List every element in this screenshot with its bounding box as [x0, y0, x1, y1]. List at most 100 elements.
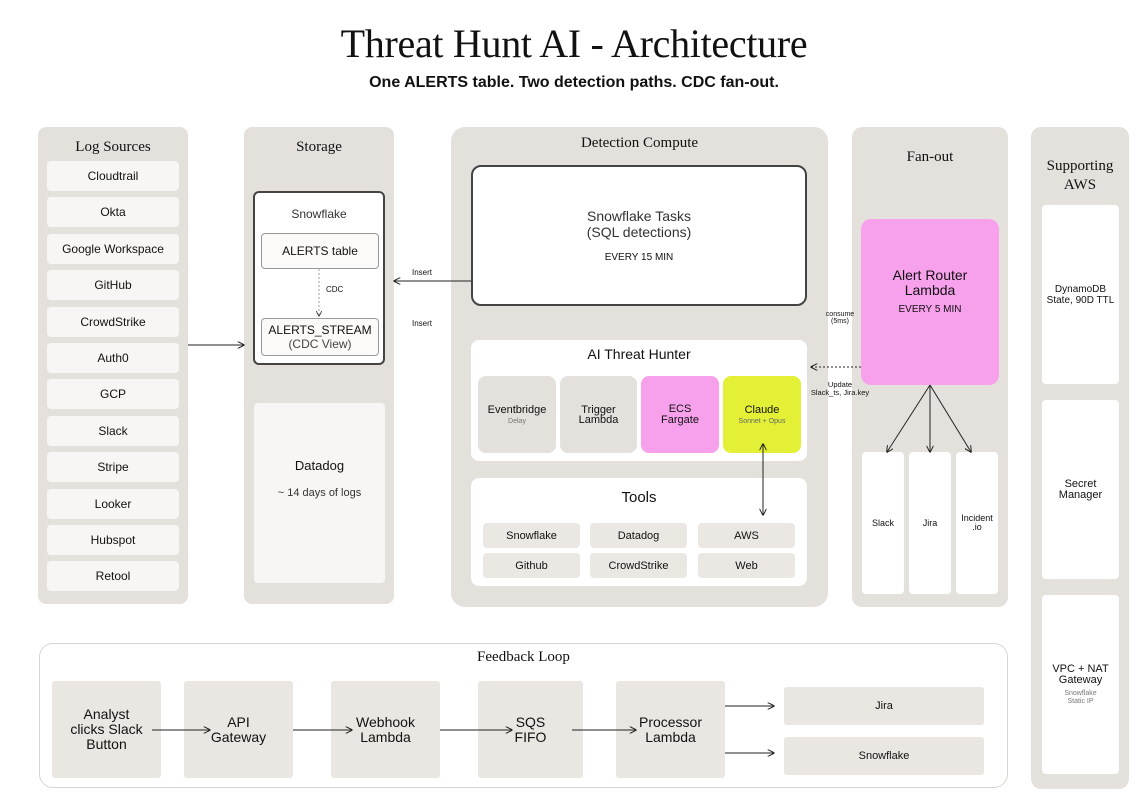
detection-compute-title: Detection Compute	[580, 135, 699, 151]
analyst-slack-button-box: Analyst clicks Slack Button	[52, 681, 161, 778]
snowflake-tasks-schedule: EVERY 15 MIN	[604, 252, 674, 263]
page-title: Threat Hunt AI - Architecture	[340, 21, 808, 66]
claude-box: Claude Sonnet + Opus	[723, 376, 801, 453]
supporting-aws-title-line1: Supporting	[1046, 158, 1114, 174]
feedback-snowflake-box: Snowflake	[784, 737, 984, 775]
update-label-line1: Update	[827, 380, 853, 389]
datadog-retention: ~ 14 days of logs	[277, 486, 362, 499]
alert-router-line1: Alert Router	[892, 266, 968, 283]
log-source-item: Slack	[47, 415, 179, 446]
trigger-lambda-line1: Trigger	[581, 403, 616, 416]
supporting-aws-title-line2: AWS	[1063, 177, 1097, 193]
dynamodb-line2: State, 90D TTL	[1046, 294, 1115, 306]
alert-router-line2: Lambda	[904, 281, 956, 298]
fanout-jira-label: Jira	[922, 518, 938, 528]
secret-manager-box: Secret Manager	[1042, 400, 1119, 579]
alert-router-lambda-box: Alert Router Lambda EVERY 5 MIN	[861, 219, 999, 385]
analyst-line1: Analyst	[83, 706, 130, 722]
claude-sub: Sonnet + Opus	[738, 418, 786, 425]
sqs-fifo-box: SQS FIFO	[478, 681, 583, 778]
log-source-item: Okta	[47, 197, 179, 228]
webhook-lambda-line2: Lambda	[360, 728, 411, 745]
page-subtitle: One ALERTS table. Two detection paths. C…	[369, 74, 779, 91]
consume-label-line1: consume	[825, 311, 855, 318]
storage-title: Storage	[296, 139, 342, 155]
update-label: Update Slack_ts, Jira.key	[808, 381, 872, 397]
log-source-item: Cloudtrail	[47, 161, 179, 191]
analyst-line2: clicks Slack	[70, 721, 143, 737]
eventbridge-sub: Delay	[508, 418, 526, 425]
api-gateway-box: API Gateway	[184, 681, 293, 778]
vpc-nat-sub1: Snowflake	[1064, 689, 1097, 697]
datadog-storage-box: Datadog ~ 14 days of logs	[254, 403, 385, 583]
analyst-line3: Button	[86, 736, 127, 752]
fanout-incidentio-line1: Incident	[961, 513, 993, 523]
fanout-incidentio-line2: .io	[972, 522, 982, 532]
log-source-item: Looker	[47, 488, 179, 519]
feedback-snowflake-label: Snowflake	[858, 750, 910, 762]
alerts-stream-name: ALERTS_STREAM	[268, 323, 372, 337]
log-source-item: Hubspot	[47, 525, 179, 555]
consume-label: consume (5ms)	[820, 311, 860, 325]
vpc-nat-box: VPC + NAT Gateway Snowflake Static IP	[1042, 595, 1119, 774]
secret-manager-line1: Secret	[1064, 477, 1097, 490]
alerts-table-label: ALERTS table	[282, 244, 358, 258]
update-label-line2: Slack_ts, Jira.key	[810, 388, 870, 397]
snowflake-storage-label: Snowflake	[291, 207, 347, 221]
ecs-fargate-line1: ECS	[668, 402, 692, 415]
cdc-label: CDC	[326, 285, 344, 294]
datadog-label: Datadog	[294, 457, 345, 473]
log-source-item: Google Workspace	[47, 233, 179, 264]
feedback-loop-title: Feedback Loop	[477, 649, 570, 665]
log-source-item: Auth0	[47, 343, 179, 373]
tool-item: Web	[698, 553, 795, 578]
ai-threat-hunter-title: AI Threat Hunter	[587, 346, 691, 362]
webhook-lambda-box: Webhook Lambda	[331, 681, 440, 778]
log-source-item: Retool	[47, 561, 179, 592]
eventbridge-box: Eventbridge Delay	[478, 376, 556, 453]
log-source-item: Stripe	[47, 452, 179, 483]
alerts-stream-sub: (CDC View)	[288, 337, 352, 351]
tool-item: AWS	[698, 523, 795, 548]
dynamodb-line1: DynamoDB	[1054, 283, 1107, 295]
insert-label-1: Insert	[412, 268, 433, 277]
snowflake-tasks-line2: (SQL detections)	[586, 224, 692, 240]
sqs-fifo-line2: FIFO	[514, 728, 547, 745]
api-gateway-line1: API	[227, 713, 250, 730]
trigger-lambda-box: Trigger Lambda	[560, 376, 637, 453]
alert-router-schedule: EVERY 5 MIN	[898, 303, 962, 315]
fanout-jira-box: Jira	[909, 452, 951, 594]
tool-item: CrowdStrike	[590, 553, 687, 578]
log-source-item: CrowdStrike	[47, 306, 179, 337]
insert-label-2: Insert	[412, 319, 433, 328]
fanout-incidentio-box: Incident .io	[956, 452, 998, 594]
feedback-jira-label: Jira	[875, 700, 893, 712]
vpc-nat-line1: VPC + NAT	[1052, 662, 1109, 675]
claude-label: Claude	[744, 404, 780, 416]
snowflake-storage-box: Snowflake ALERTS table CDC ALERTS_STREAM…	[253, 191, 385, 365]
tool-item: Datadog	[590, 523, 687, 548]
snowflake-tasks-box: Snowflake Tasks (SQL detections) EVERY 1…	[471, 165, 807, 306]
webhook-lambda-line1: Webhook	[356, 713, 415, 730]
alerts-table-box: ALERTS table	[261, 233, 379, 269]
ecs-fargate-box: ECS Fargate	[641, 376, 719, 453]
log-source-item: GCP	[47, 379, 179, 410]
trigger-lambda-line2: Lambda	[578, 413, 619, 426]
dynamodb-box: DynamoDB State, 90D TTL	[1042, 205, 1119, 384]
fanout-slack-label: Slack	[871, 518, 894, 528]
processor-lambda-line2: Lambda	[645, 728, 696, 745]
tools-title: Tools	[621, 489, 657, 506]
snowflake-tasks-line1: Snowflake Tasks	[586, 208, 691, 224]
log-source-item: GitHub	[47, 270, 179, 301]
sqs-fifo-line1: SQS	[515, 713, 546, 730]
fanout-title: Fan-out	[906, 149, 954, 165]
tool-item: Github	[483, 553, 580, 578]
eventbridge-label: Eventbridge	[487, 404, 547, 416]
processor-lambda-box: Processor Lambda	[616, 681, 725, 778]
fanout-slack-box: Slack	[862, 452, 904, 594]
log-sources-title: Log Sources	[75, 139, 151, 155]
feedback-jira-box: Jira	[784, 687, 984, 725]
ecs-fargate-line2: Fargate	[661, 413, 699, 426]
consume-label-line2: (5ms)	[831, 318, 849, 325]
